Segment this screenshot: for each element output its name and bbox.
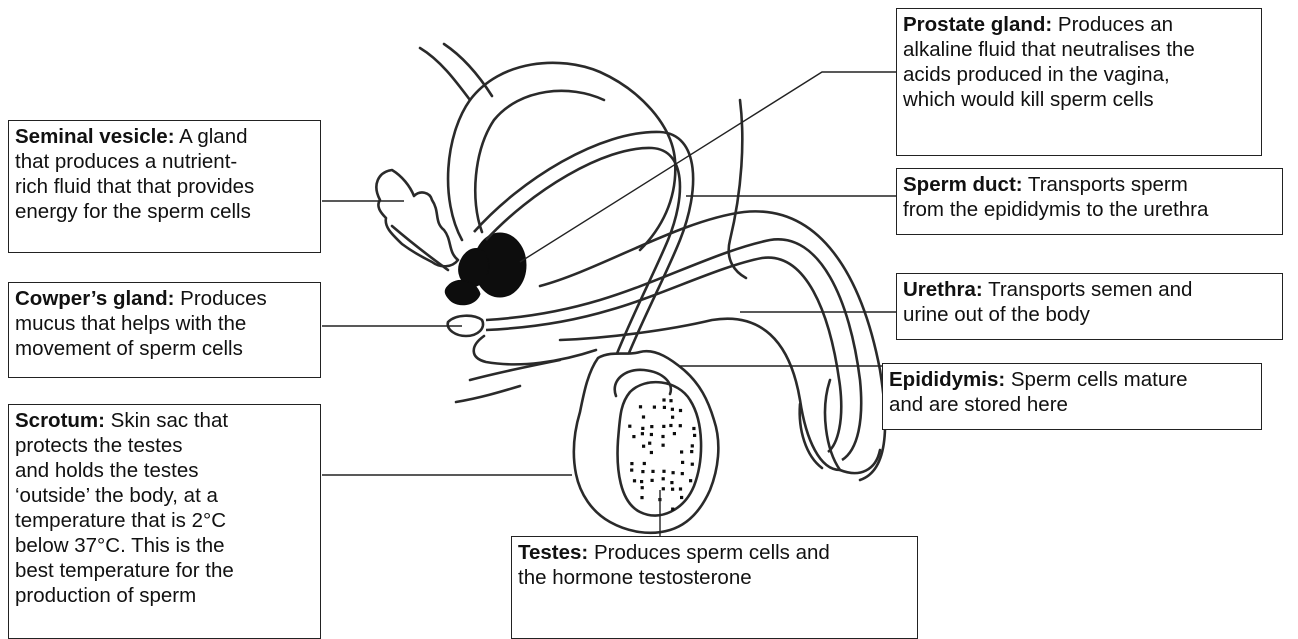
tubule-dot bbox=[662, 444, 665, 447]
tubule-dot bbox=[673, 432, 676, 435]
tubule-dot bbox=[651, 470, 654, 473]
tubule-dot bbox=[693, 434, 696, 437]
label-epididymis: Epididymis: Sperm cells mature and are s… bbox=[882, 363, 1262, 430]
ureter-inner bbox=[444, 44, 492, 96]
tubule-dot bbox=[669, 424, 672, 427]
tubule-dot bbox=[641, 427, 644, 430]
tubule-dot bbox=[661, 435, 664, 438]
tubule-dot bbox=[671, 408, 674, 411]
tubule-dot bbox=[680, 496, 683, 499]
seminal-vesicle bbox=[376, 170, 458, 266]
anus-outline bbox=[456, 386, 520, 402]
tubule-dot bbox=[669, 399, 672, 402]
tubule-dot bbox=[650, 425, 653, 428]
tubule-dot bbox=[663, 406, 666, 409]
tubule-dot bbox=[680, 450, 683, 453]
tubule-dot bbox=[640, 496, 643, 499]
tubule-dot bbox=[650, 451, 653, 454]
tubule-dot bbox=[640, 480, 643, 483]
tubule-dot bbox=[691, 463, 694, 466]
tubule-dot bbox=[643, 462, 646, 465]
tubule-dot bbox=[662, 470, 665, 473]
scrotum bbox=[574, 351, 718, 533]
ureter bbox=[420, 48, 470, 100]
tubule-dot bbox=[671, 508, 674, 511]
tubule-dot bbox=[628, 425, 631, 428]
tubule-dot bbox=[671, 416, 674, 419]
tubule-dot bbox=[648, 442, 651, 445]
tubule-dot bbox=[691, 444, 694, 447]
tubule-dot bbox=[672, 471, 675, 474]
tubule-dot bbox=[630, 462, 633, 465]
tubule-dot bbox=[681, 461, 684, 464]
tubule-dot bbox=[653, 406, 656, 409]
term-testes: Testes: bbox=[518, 541, 588, 564]
term-prostate-gland: Prostate gland: bbox=[903, 13, 1052, 36]
tubule-dot bbox=[630, 469, 633, 472]
label-cowpers-gland: Cowper’s gland: Produces mucus that help… bbox=[8, 282, 321, 378]
label-testes: Testes: Produces sperm cells and the hor… bbox=[511, 536, 918, 639]
tubule-dot bbox=[641, 432, 644, 435]
tubule-dot bbox=[642, 415, 645, 418]
term-seminal-vesicle: Seminal vesicle: bbox=[15, 125, 175, 148]
tubule-dot bbox=[641, 486, 644, 489]
pelvic-outline bbox=[470, 360, 560, 380]
leader-prostate-gland bbox=[520, 72, 896, 262]
term-urethra: Urethra: bbox=[903, 278, 983, 301]
tubule-dot bbox=[689, 479, 692, 482]
tubule-dot bbox=[662, 425, 665, 428]
tubule-dot bbox=[662, 398, 665, 401]
label-prostate-gland: Prostate gland: Produces an alkaline flu… bbox=[896, 8, 1262, 156]
term-epididymis: Epididymis: bbox=[889, 368, 1005, 391]
prostate-gland bbox=[445, 233, 526, 305]
tubule-dot bbox=[692, 427, 695, 430]
tubule-dot bbox=[632, 435, 635, 438]
tubule-dot bbox=[671, 488, 674, 491]
label-scrotum: Scrotum: Skin sac that protects the test… bbox=[8, 404, 321, 639]
tubule-dot bbox=[679, 424, 682, 427]
term-scrotum: Scrotum: bbox=[15, 409, 105, 432]
tubule-dot bbox=[662, 477, 665, 480]
tubule-dot bbox=[641, 470, 644, 473]
tubule-dot bbox=[679, 409, 682, 412]
tubule-dot bbox=[662, 487, 665, 490]
tubule-dot bbox=[670, 481, 673, 484]
tubule-dot bbox=[651, 479, 654, 482]
tubule-dot bbox=[690, 450, 693, 453]
label-sperm-duct: Sperm duct: Transports sperm from the ep… bbox=[896, 168, 1283, 235]
tubule-dot bbox=[633, 479, 636, 482]
tubule-dot bbox=[679, 487, 682, 490]
tubule-dot bbox=[650, 433, 653, 436]
label-seminal-vesicle: Seminal vesicle: A gland that produces a… bbox=[8, 120, 321, 253]
desc-scrotum: Skin sac that protects the testes and ho… bbox=[15, 409, 234, 607]
tubule-dot bbox=[681, 472, 684, 475]
label-urethra: Urethra: Transports semen and urine out … bbox=[896, 273, 1283, 340]
tubule-dot bbox=[642, 445, 645, 448]
term-cowpers-gland: Cowper’s gland: bbox=[15, 287, 174, 310]
term-sperm-duct: Sperm duct: bbox=[903, 173, 1023, 196]
tubule-dot bbox=[639, 405, 642, 408]
